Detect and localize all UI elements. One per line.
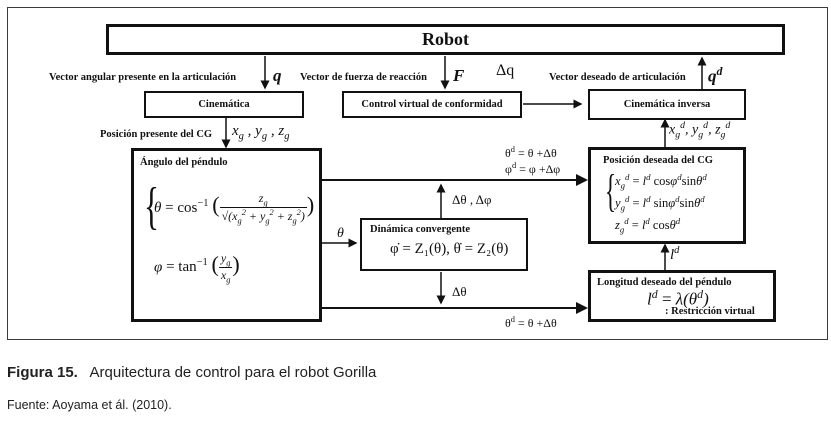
symbol-theta-in: θ — [337, 226, 344, 241]
cinematica-inversa-box: Cinemática inversa — [588, 89, 746, 120]
symbol-delta-q: Δq — [496, 62, 515, 79]
equation-z-d: zgd = ld cosθd — [615, 216, 681, 235]
equation-y-d: ygd = ld sinφdsinθd — [615, 194, 705, 213]
label-vector-deseado: Vector deseado de articulación — [549, 72, 686, 83]
symbol-delta-theta-phi: Δθ , Δφ — [452, 192, 492, 207]
label-posicion-presente: Posición presente del CG — [100, 129, 213, 140]
longitud-title: Longitud deseado del péndulo — [597, 277, 732, 288]
longitud-box: Longitud deseado del péndulo ld = λ(θd) … — [588, 270, 776, 322]
robot-box: Robot — [106, 24, 785, 55]
figure-title: Arquitectura de control para el robot Go… — [89, 364, 377, 381]
left-brace: { — [144, 178, 159, 235]
symbol-xyz-g-d: xgd, ygd, zgd — [669, 120, 731, 141]
label-vector-angular: Vector angular presente en la articulaci… — [49, 72, 237, 83]
symbol-F: F — [453, 66, 465, 85]
robot-label: Robot — [421, 29, 469, 49]
figure-label: Figura 15. — [7, 364, 78, 381]
cinematica-box: Cinemática — [144, 91, 304, 118]
right-brace: { — [605, 165, 617, 216]
posicion-deseada-title: Posición deseada del CG — [603, 155, 713, 166]
flow-eq-top-theta: θd = θ +Δθ — [505, 145, 557, 160]
control-virtual-box: Control virtual de conformidad — [342, 91, 522, 118]
diagram-frame — [7, 7, 828, 340]
posicion-deseada-box: Posición deseada del CG { xgd = ld cosφd… — [588, 147, 746, 244]
dinamica-title: Dinámica convergente — [370, 224, 471, 235]
angulo-pendulo-title: Ángulo del péndulo — [140, 157, 228, 168]
cinematica-label: Cinemática — [198, 99, 250, 110]
symbol-q: q — [273, 66, 282, 85]
symbol-delta-theta: Δθ — [452, 284, 467, 299]
dinamica-box: Dinámica convergente φ̇ = Z₁(θ), θ̇ = Z₂… — [360, 218, 528, 271]
symbol-q-d: qd — [708, 64, 722, 87]
cinematica-inversa-label: Cinemática inversa — [623, 99, 711, 110]
symbol-l-d: ld — [670, 245, 680, 263]
symbol-q-d-base: q — [708, 66, 717, 86]
flow-eq-bottom-theta: θd = θ +Δθ — [505, 315, 557, 330]
figure-source: Fuente: Aoyama et ál. (2010). — [7, 398, 172, 412]
equation-x-d: xgd = ld cosφdsinθd — [615, 172, 707, 191]
control-virtual-label: Control virtual de conformidad — [361, 99, 503, 110]
flow-eq-top-phi: φd = φ +Δφ — [505, 161, 561, 176]
symbol-xyz-g: xg , yg , zg — [232, 123, 290, 142]
longitud-note: : Restricción virtual — [665, 306, 755, 317]
equation-theta: θ = cos−1 (zg√(xg2 + yg2 + zg2)) — [154, 191, 315, 226]
symbol-q-d-sup: d — [716, 64, 723, 78]
angulo-pendulo-box: Ángulo del péndulo { θ = cos−1 (zg√(xg2 … — [131, 148, 322, 322]
longitud-equation: ld = λ(θd) — [647, 287, 709, 309]
label-vector-fuerza: Vector de fuerza de reacción — [300, 72, 427, 83]
dinamica-equation: φ̇ = Z₁(θ), θ̇ = Z₂(θ) — [390, 241, 509, 257]
figure-caption: Figura 15. Arquitectura de control para … — [7, 364, 376, 381]
